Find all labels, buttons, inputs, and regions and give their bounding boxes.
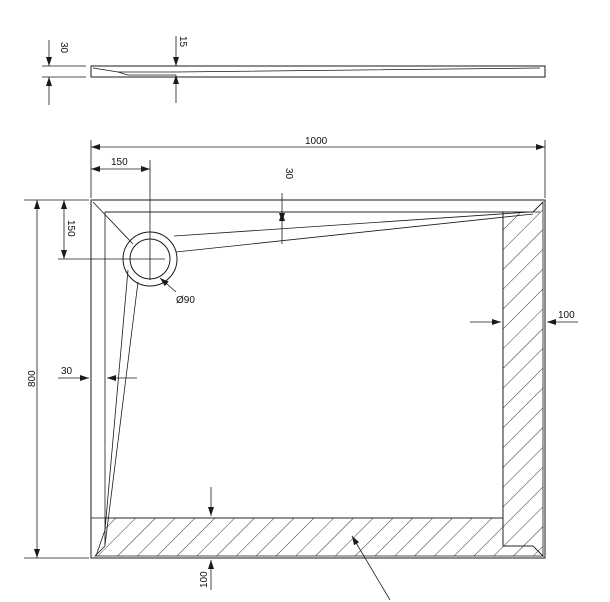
dim-border-right: 100	[558, 310, 575, 321]
slope-line-left-a	[104, 269, 129, 531]
leader-hatched-zone	[351, 535, 391, 601]
tray-profile-slope	[92, 67, 541, 73]
dim-drain-offset-x: 150	[111, 157, 128, 168]
dim-length: 1000	[305, 136, 328, 147]
slope-line-left-b	[104, 281, 139, 546]
dim-side-depth: 15	[177, 36, 188, 48]
leader-diameter	[159, 277, 177, 293]
dim-width: 800	[27, 370, 38, 387]
plan-view: Ø90 1000 150 30 150 800 30 100	[24, 136, 578, 601]
cut-line	[104, 211, 504, 519]
dim-border-bottom: 100	[199, 571, 210, 588]
dim-slope-depth: 30	[283, 168, 294, 180]
slope-line-top-a	[173, 211, 531, 237]
slope-line-left-c	[95, 529, 106, 557]
drain-recess-profile	[117, 71, 176, 76]
dim-border-left: 30	[61, 366, 73, 377]
slope-line-corner	[92, 201, 134, 245]
side-profile-view: 30 15	[42, 36, 546, 105]
dim-drain-diameter: Ø90	[176, 295, 195, 306]
dim-drain-offset-y: 150	[65, 220, 76, 237]
tray-outline	[90, 199, 546, 559]
hatched-zone-bottom	[94, 517, 544, 557]
dim-side-thickness: 30	[58, 42, 69, 54]
tray-profile-outline	[90, 65, 546, 78]
corner-tr	[532, 201, 544, 213]
slope-line-top-b	[175, 213, 534, 253]
hatched-zone-right	[502, 201, 544, 557]
